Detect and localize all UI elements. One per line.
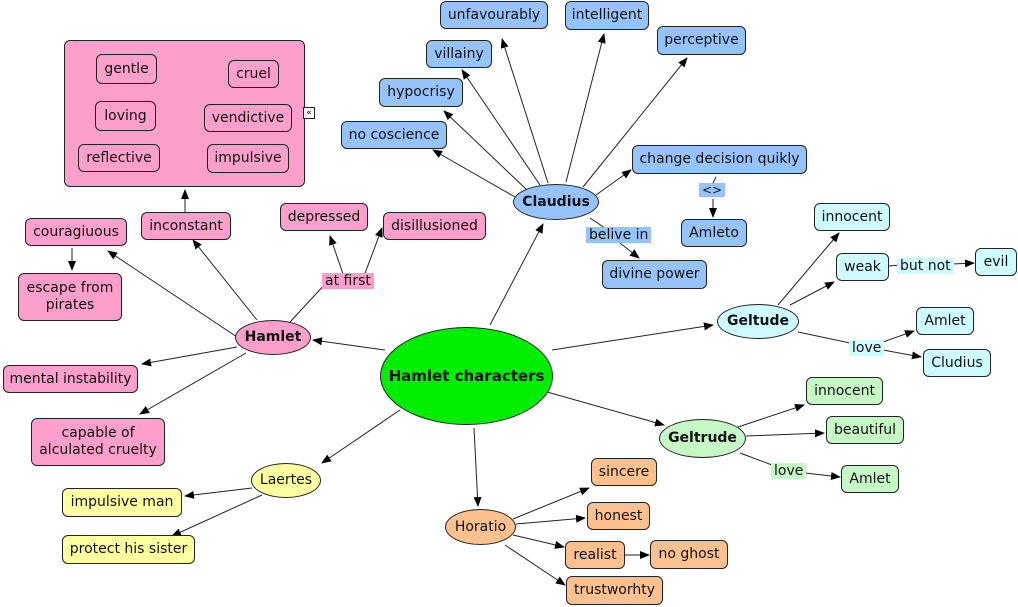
edge [184,487,253,499]
concept-depressed[interactable]: depressed [280,203,368,231]
edge [712,176,717,184]
edge [582,57,688,188]
edge [321,409,401,464]
collapse-icon[interactable]: « [303,107,315,119]
concept-villainy[interactable]: villainy [426,40,492,68]
concept-no-coscience[interactable]: no coscience [341,121,447,149]
edge [329,235,344,275]
edge [139,352,247,415]
concept-couragiuous[interactable]: couragiuous [25,218,127,246]
edge [141,346,238,367]
edge [565,33,606,183]
edge [951,259,975,268]
link-label-geltude-love: love [849,340,885,356]
concept-escape-from-pirates[interactable]: escape from pirates [18,273,122,321]
concept-impulsive-man[interactable]: impulsive man [62,488,182,517]
concept-sincere[interactable]: sincere [591,458,657,486]
edge [882,349,922,360]
concept-unfavourably[interactable]: unfavourably [440,1,548,29]
concept-no-ghost[interactable]: no ghost [650,540,728,569]
edge [461,69,541,186]
edge [539,389,665,427]
edge [737,404,805,428]
link-label-diamond: <> [699,183,726,197]
edge [789,281,835,306]
concept-geltude-innocent[interactable]: innocent [814,203,890,231]
edge [192,239,258,321]
edge [443,110,528,191]
concept-evil[interactable]: evil [975,248,1017,276]
edge [107,250,238,338]
concept-gentle[interactable]: gentle [96,54,157,84]
concept-cruel[interactable]: cruel [228,60,279,88]
concept-inconstant[interactable]: inconstant [141,212,231,240]
concept-reflective[interactable]: reflective [78,144,160,172]
concept-protect-his-sister[interactable]: protect his sister [62,535,195,564]
concept-geltrude[interactable]: Geltrude [659,419,746,458]
link-label-at-first: at first [322,273,374,289]
concept-loving[interactable]: loving [95,101,156,131]
edge [489,223,544,326]
edge [171,494,263,537]
edge [363,227,383,277]
edge [739,452,773,466]
concept-disillusioned[interactable]: disillusioned [383,212,486,240]
link-label-belive-in: belive in [586,227,652,243]
concept-claudius[interactable]: Claudius [513,184,599,220]
edge [595,169,632,196]
edge [804,472,841,480]
concept-hamlet[interactable]: Hamlet [235,320,311,355]
concept-capable-of-cruelty[interactable]: capable of alculated cruelty [31,418,165,466]
edge [589,217,606,229]
concept-vendictive[interactable]: vendictive [204,104,292,132]
concept-realist[interactable]: realist [565,541,625,569]
edge [512,487,590,520]
edge [312,337,386,351]
concept-honest[interactable]: honest [587,502,650,530]
concept-trustworthy[interactable]: trustworhty [566,576,663,605]
edge [619,242,640,259]
edge [882,330,915,343]
edge [504,544,566,586]
concept-weak[interactable]: weak [836,253,889,281]
edge [512,534,565,549]
concept-hypocrisy[interactable]: hypocrisy [379,78,463,107]
concept-geltrude-amlet[interactable]: Amlet [841,465,899,493]
concept-geltrude-innocent[interactable]: innocent [806,377,883,405]
concept-beautiful[interactable]: beautiful [826,416,904,444]
concept-amleto[interactable]: Amleto [681,219,747,247]
concept-change-decision-quikly[interactable]: change decision quikly [632,145,807,174]
edge [473,427,482,507]
concept-cludius[interactable]: Cludius [923,349,991,377]
concept-perceptive[interactable]: perceptive [657,26,746,55]
edge [289,281,328,323]
edge [432,149,516,198]
concept-laertes[interactable]: Laertes [251,463,321,498]
link-label-geltrude-love: love [771,463,807,479]
concept-horatio[interactable]: Horatio [445,509,516,545]
concept-hamlet-characters[interactable]: Hamlet characters [380,327,553,425]
link-label-but-not: but not [897,258,954,274]
edge [500,38,549,184]
concept-mental-instability[interactable]: mental instability [3,365,138,393]
edge [515,514,586,525]
concept-geltude[interactable]: Geltude [717,304,799,339]
concept-divine-power[interactable]: divine power [602,260,707,289]
concept-geltude-amlet[interactable]: Amlet [916,307,974,335]
edge [797,331,851,344]
edge [551,322,714,351]
edge [777,232,840,306]
concept-impulsive[interactable]: impulsive [207,144,289,173]
edge [745,429,825,438]
concept-intelligent[interactable]: intelligent [565,1,649,30]
